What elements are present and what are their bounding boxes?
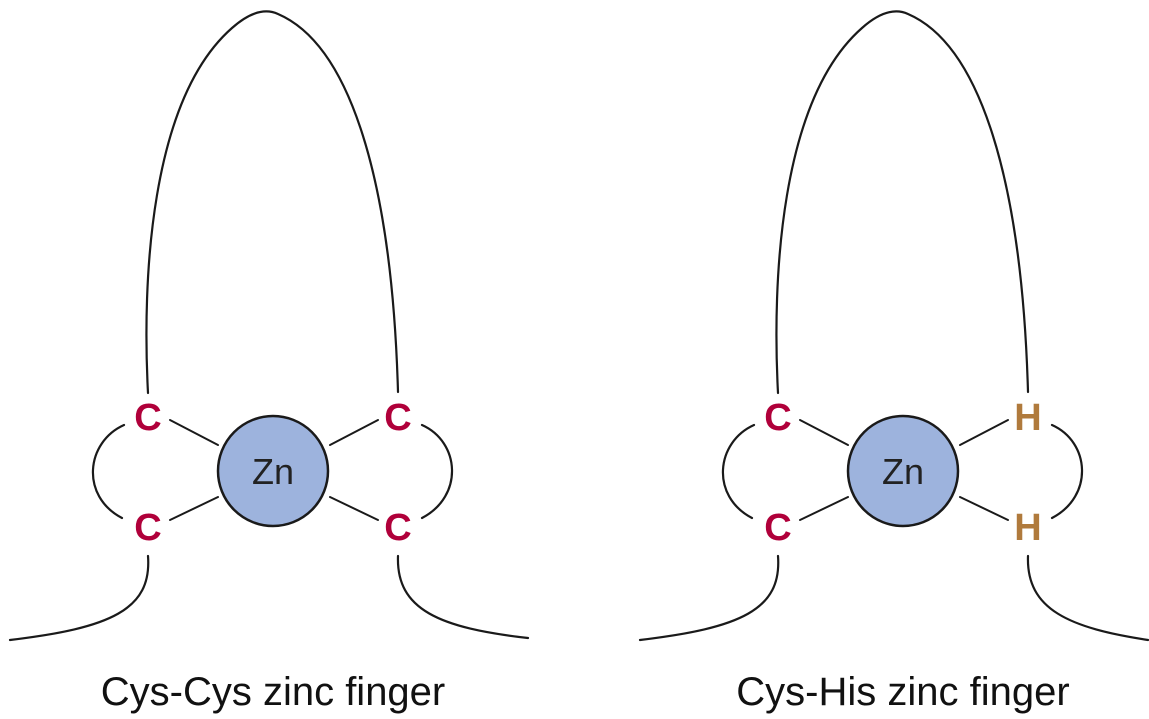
left-bridge-strand: [91, 423, 126, 520]
finger-loop-strand: [775, 10, 1030, 395]
residue-bottom-left: C: [134, 507, 161, 549]
right-tail-strand: [396, 554, 530, 640]
left-tail-strand: [8, 554, 150, 642]
residue-top-right: H: [1014, 397, 1041, 439]
residue-top-left: C: [134, 397, 161, 439]
cys-his-panel: Zn C H C H Cys-His zinc finger: [638, 10, 1149, 714]
left-tail-strand: [638, 554, 780, 642]
right-tail-strand: [1026, 554, 1149, 642]
bond-top-right: [329, 419, 379, 446]
zinc-ion-circle: [846, 414, 960, 528]
zinc-ion-label: Zn: [252, 451, 294, 492]
right-bridge-strand: [420, 423, 454, 520]
bond-bottom-left: [799, 496, 849, 521]
right-bridge-strand: [1050, 423, 1084, 520]
residue-bottom-left: C: [764, 507, 791, 549]
bond-bottom-left: [169, 496, 219, 521]
left-bridge-strand: [721, 423, 756, 520]
bond-bottom-right: [959, 496, 1009, 521]
bond-top-left: [169, 419, 219, 446]
residue-top-left: C: [764, 397, 791, 439]
zinc-ion-label: Zn: [882, 451, 924, 492]
bond-top-left: [799, 419, 849, 446]
residue-top-right: C: [384, 397, 411, 439]
residue-bottom-right: C: [384, 507, 411, 549]
cys-cys-caption: Cys-Cys zinc finger: [101, 670, 446, 714]
residue-bottom-right: H: [1014, 507, 1041, 549]
cys-his-caption: Cys-His zinc finger: [736, 670, 1069, 714]
finger-loop-strand: [145, 10, 400, 395]
cys-cys-panel: Zn C C C C Cys-Cys zinc finger: [8, 10, 530, 714]
zinc-ion-circle: [216, 414, 330, 528]
bond-bottom-right: [329, 496, 379, 521]
bond-top-right: [959, 419, 1009, 446]
